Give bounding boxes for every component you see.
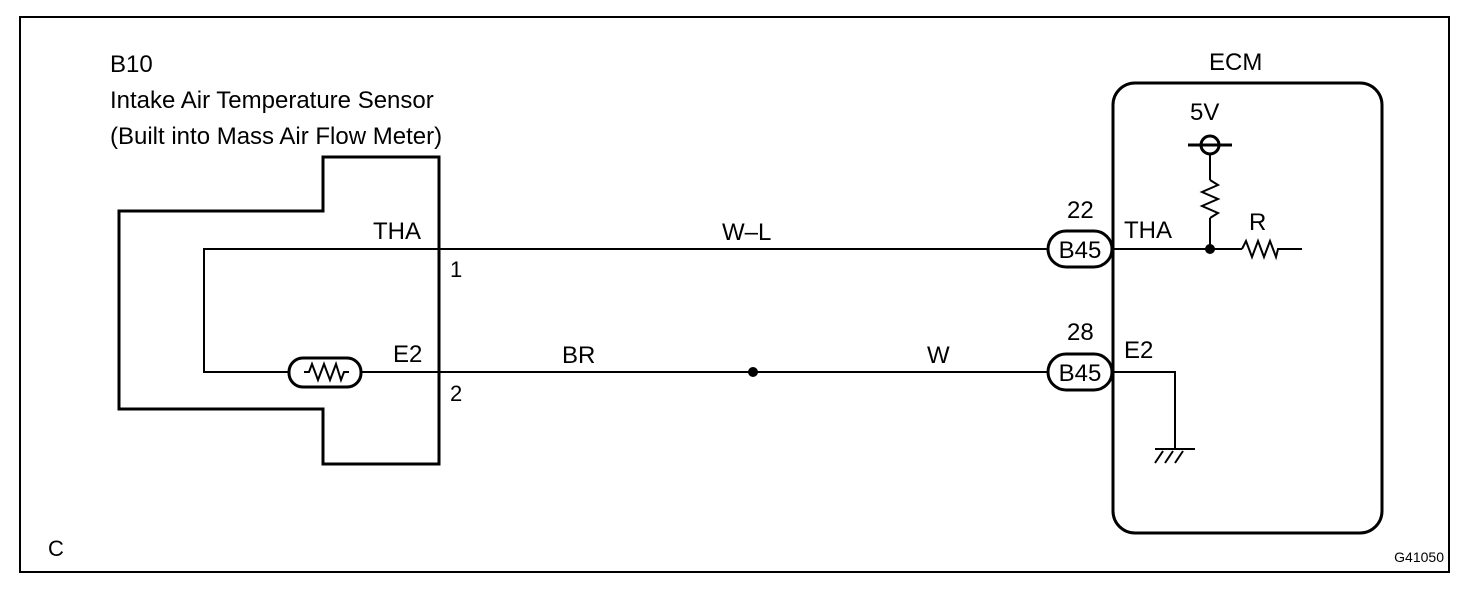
sensor-pin1-number: 1	[450, 257, 462, 282]
e2-ground-wire	[1112, 371, 1176, 449]
tha-junction	[1205, 244, 1215, 254]
internal-resistor-label: R	[1249, 209, 1266, 236]
ecm-tha-label: THA	[1124, 217, 1172, 244]
corner-label: C	[48, 536, 64, 561]
sensor-code: B10	[110, 51, 153, 78]
figure-id: G41050	[1394, 549, 1444, 565]
connector-b45-top: B45	[1046, 229, 1114, 269]
ecm-e2-label: E2	[1124, 337, 1153, 364]
sensor-name: Intake Air Temperature Sensor	[110, 87, 434, 114]
sensor-detail: (Built into Mass Air Flow Meter)	[110, 123, 442, 150]
wire-top-color: W–L	[722, 219, 771, 246]
sensor-internal-loop	[203, 248, 439, 373]
connector-b45-bottom: B45	[1046, 352, 1114, 392]
internal-resistor-icon	[1241, 238, 1302, 261]
wire-bottom-left-color: BR	[562, 342, 595, 369]
ground-icon	[1154, 448, 1195, 464]
ecm-title: ECM	[1209, 49, 1262, 76]
sensor-pin2-signal: E2	[393, 341, 422, 368]
pullup-resistor-icon	[1199, 179, 1221, 219]
thermistor-icon	[287, 356, 363, 389]
connector-bottom-pin: 28	[1067, 319, 1094, 346]
sensor-pin1-signal: THA	[373, 218, 421, 245]
connector-top-code: B45	[1059, 237, 1102, 264]
wire-splice-point	[748, 367, 758, 377]
voltage-source-icon	[1188, 134, 1232, 156]
diagram-frame	[19, 16, 1450, 573]
connector-top-pin: 22	[1067, 197, 1094, 224]
connector-bottom-code: B45	[1059, 360, 1102, 387]
supply-voltage-label: 5V	[1190, 99, 1219, 126]
wire-bottom-right-color: W	[927, 342, 950, 369]
sensor-pin2-number: 2	[450, 381, 462, 406]
ecm-box	[1111, 81, 1384, 535]
sensor-body-outline	[117, 155, 441, 466]
